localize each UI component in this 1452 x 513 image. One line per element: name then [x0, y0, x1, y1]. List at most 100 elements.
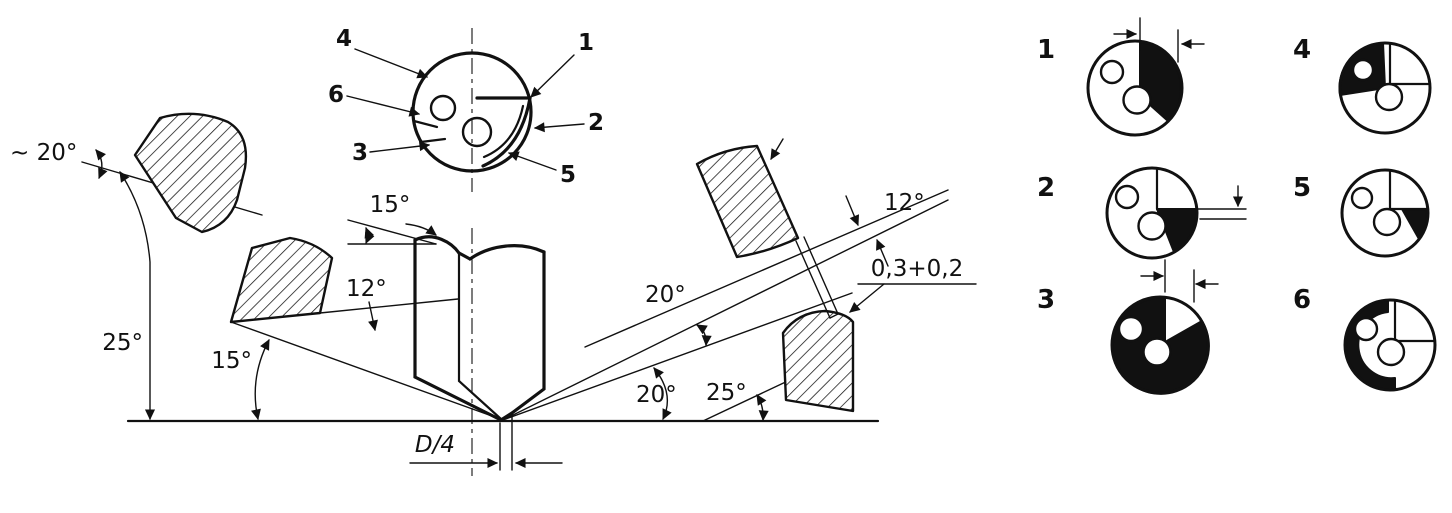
arc-approx-20 [95, 149, 108, 180]
dim-label-d4: D/4 [415, 432, 455, 458]
angle-label-approx-20: ~ 20° [10, 140, 77, 166]
coolant-hole [1117, 315, 1145, 343]
arc-20-bottom [653, 367, 672, 421]
legend-item-6: 6 [1293, 285, 1437, 392]
drill-front-view [413, 228, 546, 476]
angle-label-12-right: 12° [884, 190, 925, 216]
arrow-12-right-upper [845, 195, 860, 227]
section-outline [1086, 39, 1184, 137]
construction-lines [81, 161, 949, 423]
coolant-hole [1351, 58, 1375, 82]
legend-item-3: 3 [1037, 259, 1219, 395]
clearance-line-20 [502, 292, 853, 421]
flank-line-right-lower [502, 199, 949, 421]
margin-dim-leader [849, 283, 885, 313]
coolant-hole [1099, 59, 1125, 85]
angle-label-25-right: 25° [706, 380, 747, 406]
coolant-hole [1374, 82, 1404, 112]
flank-line-left [230, 321, 504, 421]
margin-notch [419, 137, 447, 144]
chisel-edge [499, 411, 514, 422]
coolant-hole [1114, 184, 1140, 210]
legend-number-5: 5 [1293, 173, 1311, 203]
section-outline [1105, 166, 1199, 260]
flute-top-right [468, 244, 546, 261]
legend-number-4: 4 [1293, 35, 1311, 65]
callout-1-label: 1 [578, 30, 594, 56]
leader-callout-3 [369, 141, 431, 153]
flute-top-left [413, 235, 461, 255]
section-outline [1110, 295, 1210, 395]
main-view-labels: 4 6 3 1 2 5 ~ 20° 25° 15° 12° 15° 20° 12… [10, 26, 963, 458]
flute-ref-15 [347, 219, 437, 245]
body-left-edge [413, 238, 503, 422]
coolant-hole [1353, 316, 1379, 342]
hatched-sections [133, 112, 855, 413]
legend-number-2: 2 [1037, 173, 1055, 203]
flute-top-join [457, 251, 472, 261]
leader-callout-1 [530, 54, 575, 98]
arrow-12-right-lower [876, 238, 889, 267]
arrow-flute-15 [405, 223, 437, 236]
flank-line-right-upper [584, 189, 949, 348]
coolant-hole [1137, 211, 1167, 241]
arc-flute-15 [364, 226, 375, 245]
angle-label-15-left: 15° [211, 348, 252, 374]
coolant-hole [1350, 186, 1374, 210]
section-outline [1338, 41, 1432, 135]
coolant-hole [1142, 337, 1172, 367]
arc-20-mid [696, 324, 712, 347]
arrow-25-left [119, 171, 156, 421]
margin-notch [412, 119, 439, 129]
legend-number-1: 1 [1037, 35, 1055, 65]
angle-label-25-left: 25° [102, 330, 143, 356]
coolant-hole [429, 94, 457, 122]
angle-label-20-bottom: 20° [636, 382, 677, 408]
incline-line-25-right [702, 378, 793, 422]
body-right-edge [510, 250, 546, 415]
coolant-hole [461, 116, 493, 148]
callout-5-label: 5 [560, 162, 576, 188]
cutting-lip-inner-arc [482, 104, 525, 159]
angle-label-15-flute: 15° [370, 192, 411, 218]
section-outline [1340, 168, 1430, 258]
callout-2-label: 2 [588, 110, 604, 136]
callout-4-label: 4 [336, 26, 352, 52]
legend: 1 2 3 [1037, 17, 1437, 395]
legend-item-1: 1 [1037, 17, 1205, 137]
coolant-hole [1372, 207, 1402, 237]
leader-callout-2 [533, 122, 585, 133]
drill-end-view [411, 28, 533, 192]
edge-extension-left [319, 298, 459, 314]
hatched-section-right-top [695, 144, 800, 259]
arc-25-right [756, 394, 769, 422]
legend-item-5: 5 [1293, 168, 1430, 258]
coolant-hole [1376, 337, 1406, 367]
arrow-piece-right-top [770, 138, 784, 160]
dimension-marks [95, 48, 977, 469]
angle-label-12-left: 12° [346, 276, 387, 302]
section-outline [1343, 298, 1437, 392]
coolant-hole [1122, 85, 1152, 115]
dim-label-margin: 0,3+0,2 [871, 256, 963, 282]
land-strip-edge [803, 236, 839, 315]
hatched-section-right-bottom [781, 309, 855, 413]
flute-inner-line [457, 252, 503, 421]
legend-number-3: 3 [1037, 285, 1055, 315]
legend-number-6: 6 [1293, 285, 1311, 315]
legend-item-4: 4 [1293, 35, 1432, 135]
arc-15-left [251, 339, 270, 421]
land-strip-end [829, 313, 839, 319]
land-strip-edge [795, 240, 831, 319]
hatched-section-left-top [133, 112, 248, 234]
leader-callout-4 [354, 48, 429, 79]
angle-label-20-mid: 20° [645, 282, 686, 308]
callout-3-label: 3 [352, 140, 368, 166]
leader-callout-6 [346, 95, 421, 117]
leader-callout-5 [507, 151, 557, 171]
callout-6-label: 6 [328, 82, 344, 108]
cutting-lip-arc [481, 96, 532, 168]
hatched-section-left-mid [229, 236, 334, 324]
